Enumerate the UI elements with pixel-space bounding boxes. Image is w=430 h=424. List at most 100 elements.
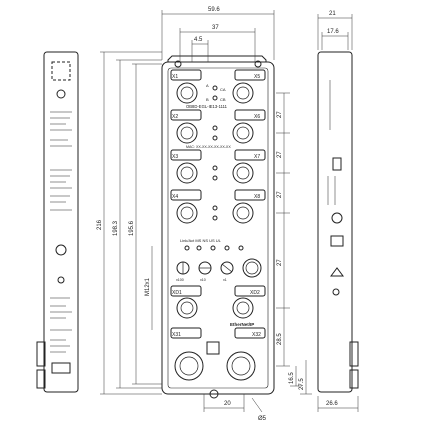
- link-row-label: Link/Act MS NS US UL: [180, 238, 222, 243]
- dim-bottom-width: 20: [224, 401, 231, 407]
- left-connector-marking: [51, 362, 71, 374]
- mount-hole-bottom: [209, 389, 219, 399]
- port-label-x32: X32: [252, 332, 261, 338]
- left-led: [56, 89, 66, 99]
- dim-27-5: 27.5: [299, 378, 305, 390]
- dim-pitch-5: 28.5: [277, 333, 283, 345]
- port-label-x8: X8: [254, 194, 260, 200]
- power-port-x31[interactable]: [174, 351, 204, 381]
- front-inner-frame: [167, 67, 269, 389]
- left-connector-stub-1: [36, 341, 46, 367]
- left-round-mark: [55, 244, 67, 256]
- front-view-labels: X1 X5 X2 X6 X3 X7 X4 X8 XD1 XD2 X31 X32 …: [172, 74, 261, 338]
- led-label-cb: CB: [220, 97, 226, 102]
- dim-height-3: 195.6: [129, 220, 135, 236]
- cert-mark: [330, 235, 344, 247]
- led-label-ca: CA: [220, 87, 226, 92]
- m12-port-x7[interactable]: [232, 162, 254, 184]
- front-top-cap: [167, 55, 267, 63]
- dim-height-2: 198.3: [113, 220, 119, 236]
- label-slot: [234, 285, 266, 297]
- mount-hole-top-left: [174, 60, 182, 68]
- port-label-x7: X7: [254, 154, 260, 160]
- ethernet-ip-logo: EtherNet/IP: [230, 322, 254, 327]
- status-led: [212, 205, 218, 211]
- dim-front-width: 59.6: [208, 7, 220, 13]
- label-slot: [234, 109, 266, 121]
- right-side-view: [317, 51, 359, 393]
- ul-mark: [331, 212, 343, 224]
- label-slot: [170, 189, 202, 201]
- m12-port-x5[interactable]: [232, 82, 254, 104]
- front-body: [161, 61, 275, 395]
- m12-port-x6[interactable]: [232, 122, 254, 144]
- dim-thread: M12x1: [145, 277, 151, 296]
- dim-side-inner-width: 17.6: [327, 29, 339, 35]
- label-slot: [234, 327, 266, 339]
- dim-front-inner-width: 37: [212, 25, 219, 31]
- rotary-label-x100: x100: [176, 278, 184, 282]
- dim-side-depth: 26.6: [326, 401, 338, 407]
- rotary-label-x1: x1: [223, 278, 227, 282]
- port-label-x4: X4: [172, 194, 178, 200]
- right-connector-stub-1: [349, 341, 359, 367]
- right-small-mark: [332, 288, 340, 296]
- status-led: [212, 215, 218, 221]
- status-led: [212, 165, 218, 171]
- status-led: [212, 175, 218, 181]
- label-slot: [170, 149, 202, 161]
- dim-pitch-1: 27: [277, 111, 283, 118]
- led-label-b: B: [206, 97, 209, 102]
- label-slot: [234, 149, 266, 161]
- port-pair-3: [170, 149, 266, 184]
- port-label-xd2: XD2: [250, 290, 260, 296]
- rotary-switch-x1[interactable]: [220, 261, 234, 275]
- ethernet-port-xd2[interactable]: [232, 297, 254, 319]
- dimension-lines: [100, 10, 359, 413]
- port-label-x31: X31: [172, 332, 181, 338]
- front-view: [161, 55, 275, 399]
- port-label-x6: X6: [254, 114, 260, 120]
- dim-pitch-2: 27: [277, 151, 283, 158]
- label-slot: [170, 285, 202, 297]
- dim-total-height: 216: [97, 219, 103, 230]
- led-label-a: A: [206, 83, 209, 88]
- left-side-view: [36, 51, 79, 393]
- right-side-body: [317, 51, 353, 393]
- cover-screw: [242, 258, 262, 278]
- m12-port-x3[interactable]: [176, 162, 198, 184]
- label-slot: [234, 189, 266, 201]
- mount-hole-top-right: [254, 60, 262, 68]
- right-side-logo-mark: [332, 157, 342, 171]
- model-label: OB8D-EGL-IE13-1111: [186, 104, 228, 109]
- warning-mark: [330, 267, 344, 277]
- m12-port-x8[interactable]: [232, 202, 254, 224]
- status-led: [212, 85, 218, 91]
- left-small-mark: [57, 276, 65, 284]
- dim-side-width: 21: [329, 11, 336, 17]
- m12-port-x1[interactable]: [176, 82, 198, 104]
- dim-pitch-4: 27: [277, 259, 283, 266]
- label-slot: [234, 69, 266, 81]
- dim-pitch-3: 27: [277, 191, 283, 198]
- port-pair-2: [170, 109, 266, 144]
- power-ports: [170, 327, 266, 381]
- left-label-area: [51, 61, 71, 81]
- rotary-label-x10: x10: [200, 278, 206, 282]
- port-label-x3: X3: [172, 154, 178, 160]
- status-led-row: [184, 245, 244, 251]
- status-led: [212, 135, 218, 141]
- m12-port-x4[interactable]: [176, 202, 198, 224]
- m12-port-x2[interactable]: [176, 122, 198, 144]
- left-connector-stub-2: [36, 369, 46, 389]
- left-side-body: [43, 51, 79, 393]
- dim-16-5: 16.5: [289, 372, 295, 384]
- port-pair-4: [170, 189, 266, 224]
- ethernet-port-xd1[interactable]: [176, 297, 198, 319]
- dimension-labels: 59.6 37 4.5 21 17.6 26.6 20 Ø5 216 198.3…: [97, 7, 339, 422]
- right-connector-stub-2: [349, 369, 359, 389]
- label-slot: [170, 109, 202, 121]
- power-port-x32[interactable]: [226, 351, 256, 381]
- status-led: [212, 125, 218, 131]
